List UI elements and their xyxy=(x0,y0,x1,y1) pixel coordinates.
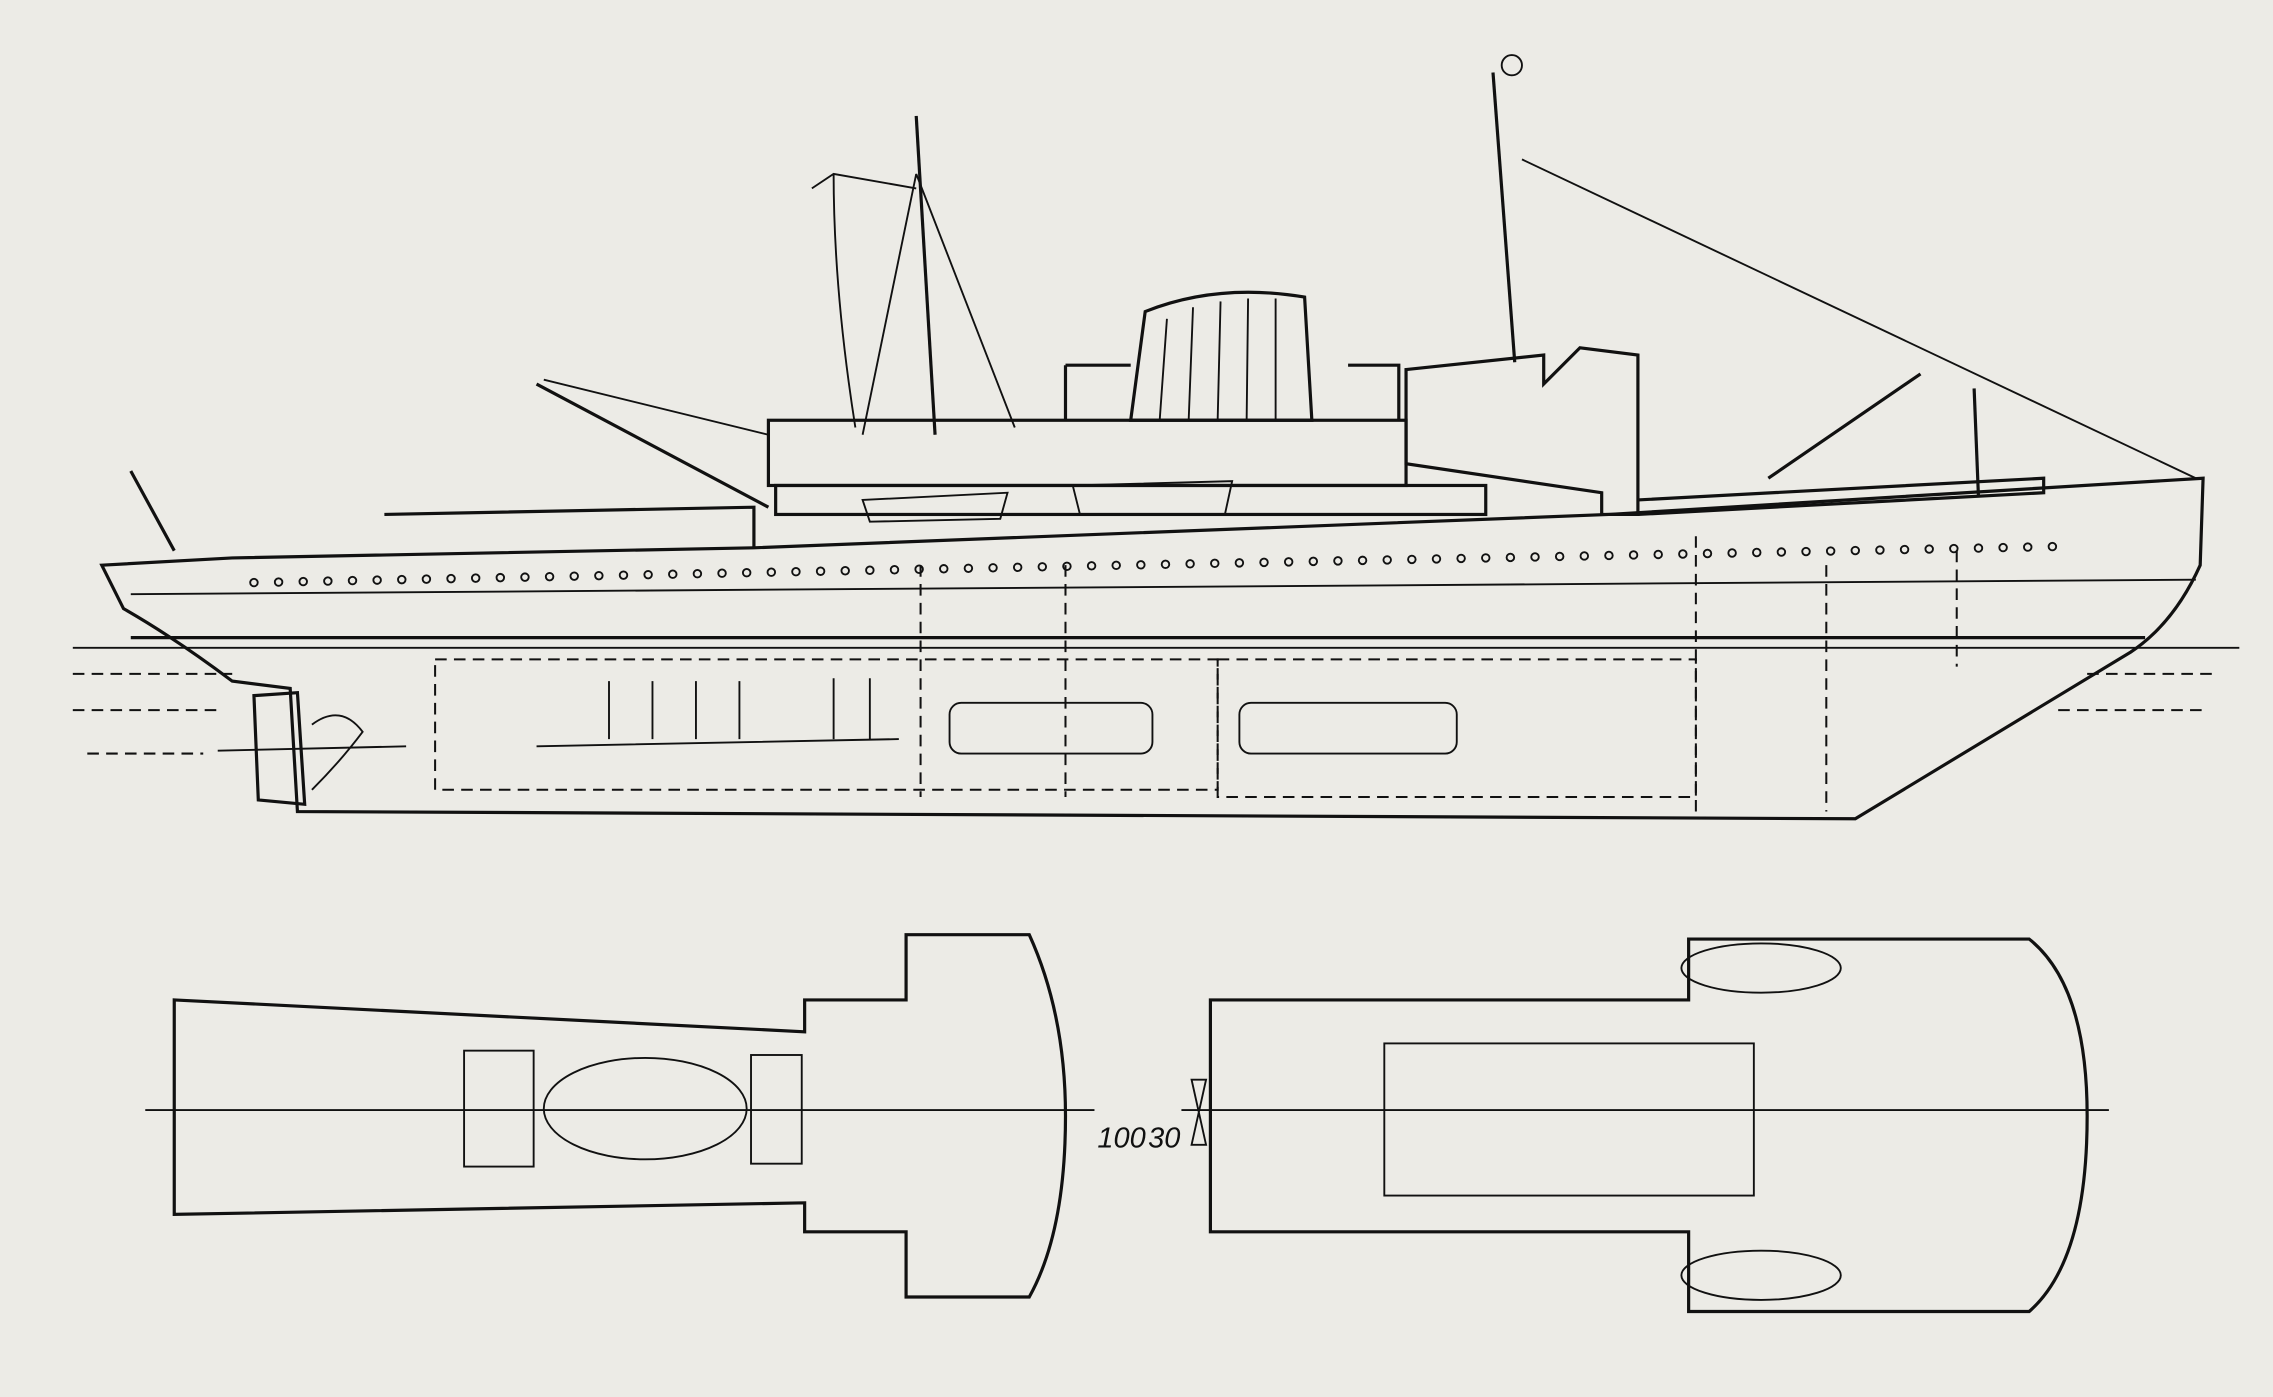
porthole xyxy=(1259,557,1269,568)
porthole xyxy=(1012,562,1023,573)
superstructure xyxy=(384,290,2046,548)
porthole xyxy=(1481,553,1491,563)
deck-plan-aft: 100 30 xyxy=(145,933,1180,1299)
porthole xyxy=(1678,549,1688,559)
porthole xyxy=(1111,560,1121,571)
porthole xyxy=(766,567,777,577)
porthole xyxy=(1456,553,1466,564)
porthole xyxy=(470,573,481,583)
porthole xyxy=(1924,544,1934,554)
porthole xyxy=(1727,548,1737,558)
porthole xyxy=(1185,559,1195,569)
hull-profile xyxy=(99,476,2205,821)
porthole xyxy=(544,571,555,582)
porthole xyxy=(1382,555,1392,565)
porthole xyxy=(741,568,752,578)
porthole xyxy=(1752,547,1762,558)
portholes xyxy=(249,541,2058,588)
porthole xyxy=(1407,554,1417,565)
porthole xyxy=(643,569,653,580)
porthole xyxy=(1530,552,1540,562)
porthole xyxy=(668,569,678,579)
porthole xyxy=(1653,549,1663,560)
porthole xyxy=(1357,555,1368,566)
porthole xyxy=(889,565,900,575)
masts-rigging xyxy=(129,54,2197,552)
porthole xyxy=(1136,560,1146,570)
dimension-label-30: 30 xyxy=(1148,1123,1180,1155)
porthole xyxy=(273,577,284,587)
porthole xyxy=(397,574,407,585)
porthole xyxy=(1234,558,1245,568)
porthole xyxy=(298,576,308,587)
porthole xyxy=(1801,546,1811,557)
funnel xyxy=(1128,290,1314,422)
porthole xyxy=(347,575,358,586)
porthole xyxy=(1283,557,1294,567)
porthole xyxy=(446,573,456,584)
porthole xyxy=(1776,547,1787,557)
porthole xyxy=(2047,541,2058,552)
porthole xyxy=(963,563,974,573)
porthole xyxy=(1086,561,1097,571)
porthole xyxy=(1062,561,1072,572)
deck-plan-forward xyxy=(1181,937,2109,1314)
porthole xyxy=(1579,551,1590,561)
porthole xyxy=(1308,556,1319,567)
porthole xyxy=(1333,556,1343,566)
dimension-label-100: 100 xyxy=(1097,1123,1145,1155)
porthole xyxy=(939,564,949,574)
porthole xyxy=(2023,542,2033,552)
porthole xyxy=(717,568,727,578)
porthole xyxy=(1037,562,1048,572)
porthole xyxy=(692,568,703,579)
porthole xyxy=(1825,546,1836,556)
porthole xyxy=(323,576,333,586)
porthole xyxy=(1628,550,1639,560)
porthole xyxy=(865,565,875,575)
porthole xyxy=(249,577,259,588)
porthole xyxy=(815,566,826,576)
porthole xyxy=(1949,543,1959,554)
porthole xyxy=(372,575,382,585)
porthole xyxy=(421,574,432,584)
porthole xyxy=(1875,545,1885,555)
porthole xyxy=(1998,542,2008,553)
porthole xyxy=(1850,545,1860,556)
porthole xyxy=(840,566,850,576)
waterline xyxy=(72,646,2240,755)
porthole xyxy=(914,564,924,574)
porthole xyxy=(1604,550,1614,561)
porthole xyxy=(618,570,629,580)
porthole xyxy=(791,567,801,577)
porthole xyxy=(594,570,604,581)
porthole xyxy=(1160,559,1171,570)
porthole xyxy=(1505,552,1516,563)
porthole xyxy=(1702,548,1713,559)
porthole xyxy=(495,572,506,583)
porthole xyxy=(1899,544,1910,555)
porthole xyxy=(569,571,579,581)
porthole xyxy=(520,572,530,582)
porthole xyxy=(1554,551,1565,562)
porthole xyxy=(1210,558,1220,569)
porthole xyxy=(1973,543,1984,553)
porthole xyxy=(988,563,998,573)
porthole xyxy=(1431,554,1442,564)
